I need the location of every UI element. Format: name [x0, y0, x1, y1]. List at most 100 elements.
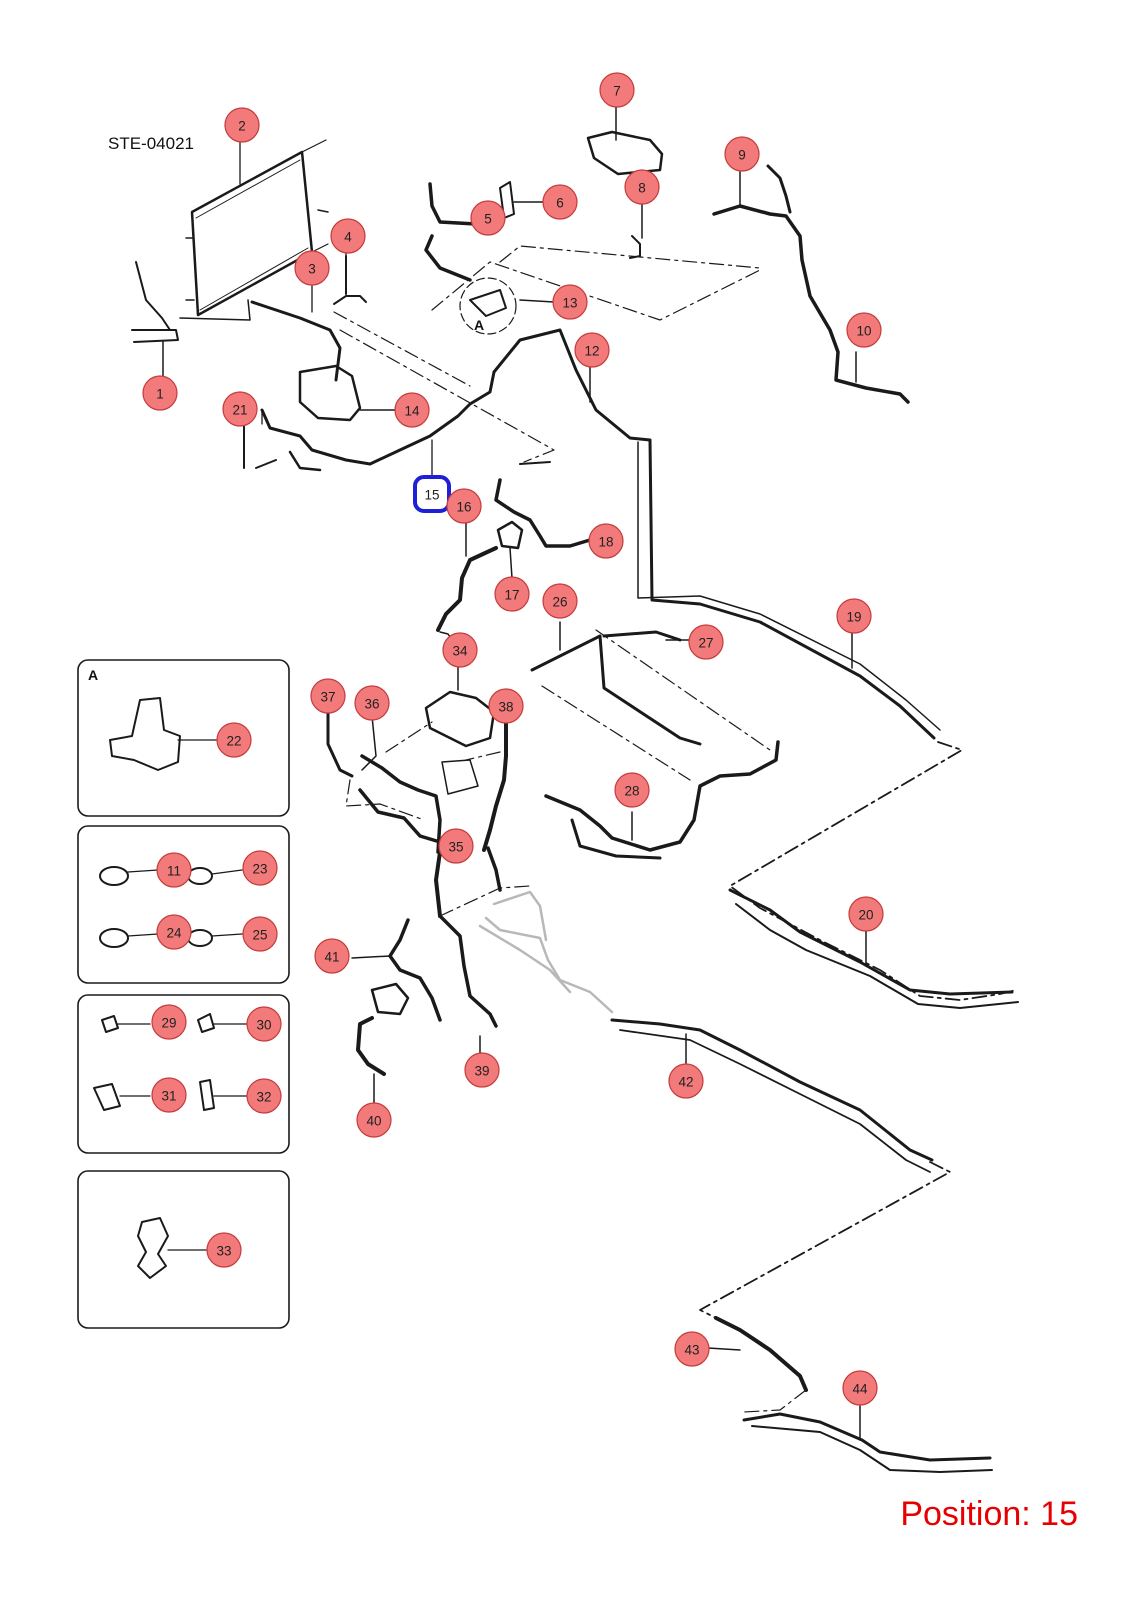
inset-caps-fittings [77, 994, 290, 1154]
callout-2[interactable]: 2 [224, 107, 260, 143]
callout-11[interactable]: 11 [156, 852, 192, 888]
callout-number: 8 [638, 181, 646, 196]
callout-number: 4 [344, 230, 352, 245]
callout-bubble [848, 896, 884, 932]
callout-41[interactable]: 41 [314, 938, 350, 974]
callout-4[interactable]: 4 [330, 218, 366, 254]
callout-bubble [356, 1102, 392, 1138]
callout-21[interactable]: 21 [222, 391, 258, 427]
callout-3[interactable]: 3 [294, 250, 330, 286]
callout-bubble [614, 772, 650, 808]
callout-bubble [314, 938, 350, 974]
callout-number: 27 [698, 636, 713, 651]
radiator-drawing [185, 139, 329, 317]
detail-a-marker: A [474, 317, 484, 333]
callout-39[interactable]: 39 [464, 1052, 500, 1088]
callout-number: 25 [252, 928, 267, 943]
callout-number: 31 [161, 1089, 176, 1104]
callout-number: 12 [584, 344, 599, 359]
callout-40[interactable]: 40 [356, 1102, 392, 1138]
callout-bubble [574, 332, 610, 368]
callout-bubble [542, 583, 578, 619]
callout-bubble [446, 488, 482, 524]
callout-number: 32 [256, 1090, 271, 1105]
callout-7[interactable]: 7 [599, 72, 635, 108]
callout-number: 29 [161, 1016, 176, 1031]
callout-35[interactable]: 35 [438, 828, 474, 864]
callout-bubble [242, 850, 278, 886]
callout-36[interactable]: 36 [354, 685, 390, 721]
callout-9[interactable]: 9 [724, 136, 760, 172]
callout-22[interactable]: 22 [216, 722, 252, 758]
callout-37[interactable]: 37 [310, 678, 346, 714]
callout-44[interactable]: 44 [842, 1370, 878, 1406]
callout-5[interactable]: 5 [470, 200, 506, 236]
callout-bubble [310, 678, 346, 714]
callout-number: 9 [738, 148, 746, 163]
callout-38[interactable]: 38 [488, 688, 524, 724]
callout-bubble [242, 916, 278, 952]
inset-detail-a-letter: A [88, 667, 98, 683]
callout-43[interactable]: 43 [674, 1331, 710, 1367]
callout-25[interactable]: 25 [242, 916, 278, 952]
callout-32[interactable]: 32 [246, 1078, 282, 1114]
callout-number: 5 [484, 212, 492, 227]
callout-28[interactable]: 28 [614, 772, 650, 808]
callout-number: 37 [320, 690, 335, 705]
callout-bubble [156, 852, 192, 888]
callout-20[interactable]: 20 [848, 896, 884, 932]
callout-19[interactable]: 19 [836, 598, 872, 634]
position-readout: Position: 15 [900, 1495, 1078, 1533]
callout-number: 35 [448, 840, 463, 855]
callout-33[interactable]: 33 [206, 1232, 242, 1268]
callout-26[interactable]: 26 [542, 583, 578, 619]
callout-bubble [206, 1232, 242, 1268]
callout-8[interactable]: 8 [624, 169, 660, 205]
callout-bubble [688, 624, 724, 660]
callout-number: 20 [858, 908, 873, 923]
callout-number: 2 [238, 119, 246, 134]
callout-number: 43 [684, 1343, 699, 1358]
callout-24[interactable]: 24 [156, 914, 192, 950]
callout-18[interactable]: 18 [588, 523, 624, 559]
callout-number: 33 [216, 1244, 231, 1259]
callout-number: 15 [424, 488, 439, 503]
callout-27[interactable]: 27 [688, 624, 724, 660]
callout-number: 7 [613, 84, 621, 99]
callout-30[interactable]: 30 [246, 1006, 282, 1042]
callout-bubble [552, 284, 588, 320]
callout-42[interactable]: 42 [668, 1063, 704, 1099]
callout-bubble [246, 1006, 282, 1042]
callout-bubble [224, 107, 260, 143]
inset-part-drawings [93, 697, 247, 1279]
callout-16[interactable]: 16 [446, 488, 482, 524]
callout-bubble [464, 1052, 500, 1088]
callout-31[interactable]: 31 [151, 1077, 187, 1113]
callout-number: 1 [156, 387, 164, 402]
callout-bubble [246, 1078, 282, 1114]
callout-13[interactable]: 13 [552, 284, 588, 320]
callout-14[interactable]: 14 [394, 392, 430, 428]
callout-10[interactable]: 10 [846, 312, 882, 348]
callout-6[interactable]: 6 [542, 184, 578, 220]
callout-bubble [488, 688, 524, 724]
callout-bubble [394, 392, 430, 428]
callout-number: 28 [624, 784, 639, 799]
callout-bubble [294, 250, 330, 286]
callout-bubble [624, 169, 660, 205]
callout-1[interactable]: 1 [142, 375, 178, 411]
callout-29[interactable]: 29 [151, 1004, 187, 1040]
callout-number: 10 [856, 324, 871, 339]
callout-bubble [442, 632, 478, 668]
callout-23[interactable]: 23 [242, 850, 278, 886]
callout-number: 23 [252, 862, 267, 877]
ghost-pipe-drawing [478, 890, 614, 1014]
callout-number: 14 [404, 404, 420, 419]
callout-bubble [842, 1370, 878, 1406]
callout-bubble [846, 312, 882, 348]
callout-15[interactable]: 15 [413, 475, 451, 513]
inset-clamp [77, 1170, 290, 1329]
callout-12[interactable]: 12 [574, 332, 610, 368]
callout-17[interactable]: 17 [494, 576, 530, 612]
callout-34[interactable]: 34 [442, 632, 478, 668]
